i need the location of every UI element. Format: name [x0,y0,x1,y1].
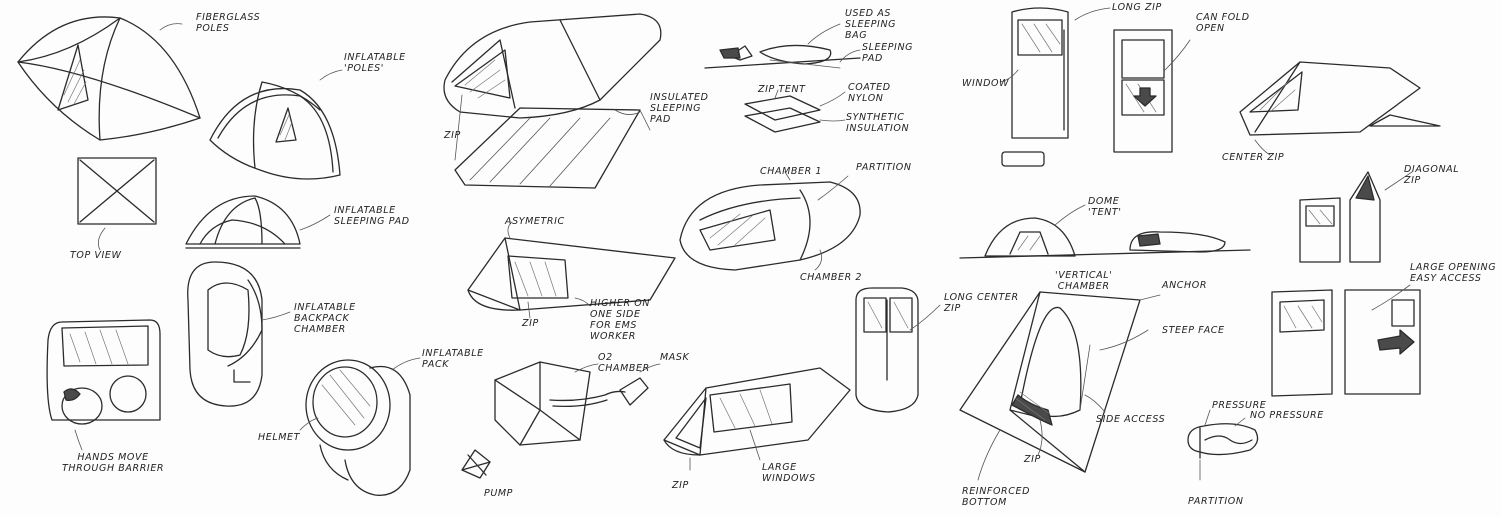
label-inflatable-pack: Inflatable Pack [422,348,484,370]
label-mask: Mask [660,352,690,363]
pressure-partition-sketch [1187,409,1259,481]
asymetric-tent-sketch [467,221,676,319]
label-inflatable-poles: Inflatable 'Poles' [344,52,406,74]
label-steep-face: Steep Face [1162,325,1225,336]
label-no-pressure: No Pressure [1250,410,1324,421]
label-window: Window [962,78,1010,89]
inflatable-poles-tent-sketch [209,69,343,180]
label-inflatable-sleeping-pad-1: Inflatable Sleeping Pad [334,205,410,227]
label-dome-tent: Dome 'Tent' [1088,196,1122,218]
label-long-zip: Long Zip [1112,2,1162,13]
insulated-pod-sketch [443,13,662,189]
label-partition-top: Partition [856,162,912,173]
large-windows-tent-sketch [663,367,851,471]
chamber-capsule-sketch [679,171,861,271]
label-zip-vertical: Zip [1024,454,1041,465]
sleeping-bag-sketch [704,23,861,69]
label-o2-chamber: O2 Chamber [598,352,650,374]
label-anchor: Anchor [1162,280,1208,291]
label-zip-bottom-tent: Zip [672,480,689,491]
dome-tent-small-sketch [959,204,1251,259]
label-fiberglass-poles: Fiberglass Poles [196,12,261,34]
large-opening-sketch [1271,284,1421,397]
label-pump: Pump [484,488,514,499]
label-partition-bottom: Partition [1188,496,1244,507]
backpack-chamber-sketch [187,261,291,407]
label-used-as-sleeping-bag: Used as Sleeping Bag [845,8,897,41]
inflatable-sleeping-pad-dome-sketch [185,195,331,249]
label-coated-nylon: Coated Nylon [848,82,891,104]
label-pressure: Pressure [1212,400,1267,411]
vertical-chamber-tent-sketch [959,291,1161,481]
label-chamber-1: Chamber 1 [760,166,823,177]
label-synthetic-insulation: Synthetic Insulation [846,112,910,134]
top-view-square-sketch [77,157,157,251]
label-zip-tent: Zip Tent [758,84,806,95]
o2-chamber-sketch [461,361,661,479]
label-insulated-sleeping-pad: Insulated Sleeping Pad [650,92,709,125]
hands-through-barrier-sketch [46,319,161,451]
label-reinforced-bottom: Reinforced Bottom [962,486,1031,508]
label-large-windows: Large Windows [762,462,816,484]
label-top-view: Top View [70,250,122,261]
diagonal-zip-sketch [1299,171,1413,263]
label-hands-move-through-barrier: Hands Move Through Barrier [62,452,165,474]
label-chamber-2: Chamber 2 [800,272,863,283]
helmet-pack-sketch [299,357,421,496]
long-center-zip-pod-sketch [855,287,941,413]
material-layers-sketch [744,89,846,133]
label-helmet: Helmet [258,432,301,443]
label-higher-on-one-side: Higher on one side for EMS worker [590,298,651,342]
label-zip-pod: Zip [444,130,461,141]
center-zip-tent-sketch [1239,61,1441,156]
folding-bag-sketch [999,7,1191,167]
label-can-fold-open: Can Fold Open [1196,12,1250,34]
label-large-opening: Large Opening Easy Access [1410,262,1497,284]
label-side-access: Side Access [1096,414,1166,425]
label-sleeping-pad: Sleeping Pad [862,42,914,64]
label-zip-asym: Zip [522,318,539,329]
label-long-center-zip: Long Center Zip [944,292,1019,314]
fiberglass-dome-tent-sketch [17,16,201,141]
label-inflatable-backpack-chamber: Inflatable Backpack Chamber [294,302,356,335]
label-vertical-chamber: 'Vertical' Chamber [1055,270,1113,292]
label-diagonal-zip: Diagonal Zip [1404,164,1460,186]
label-center-zip: Center Zip [1222,152,1285,163]
label-asymetric: Asymetric [505,216,565,227]
